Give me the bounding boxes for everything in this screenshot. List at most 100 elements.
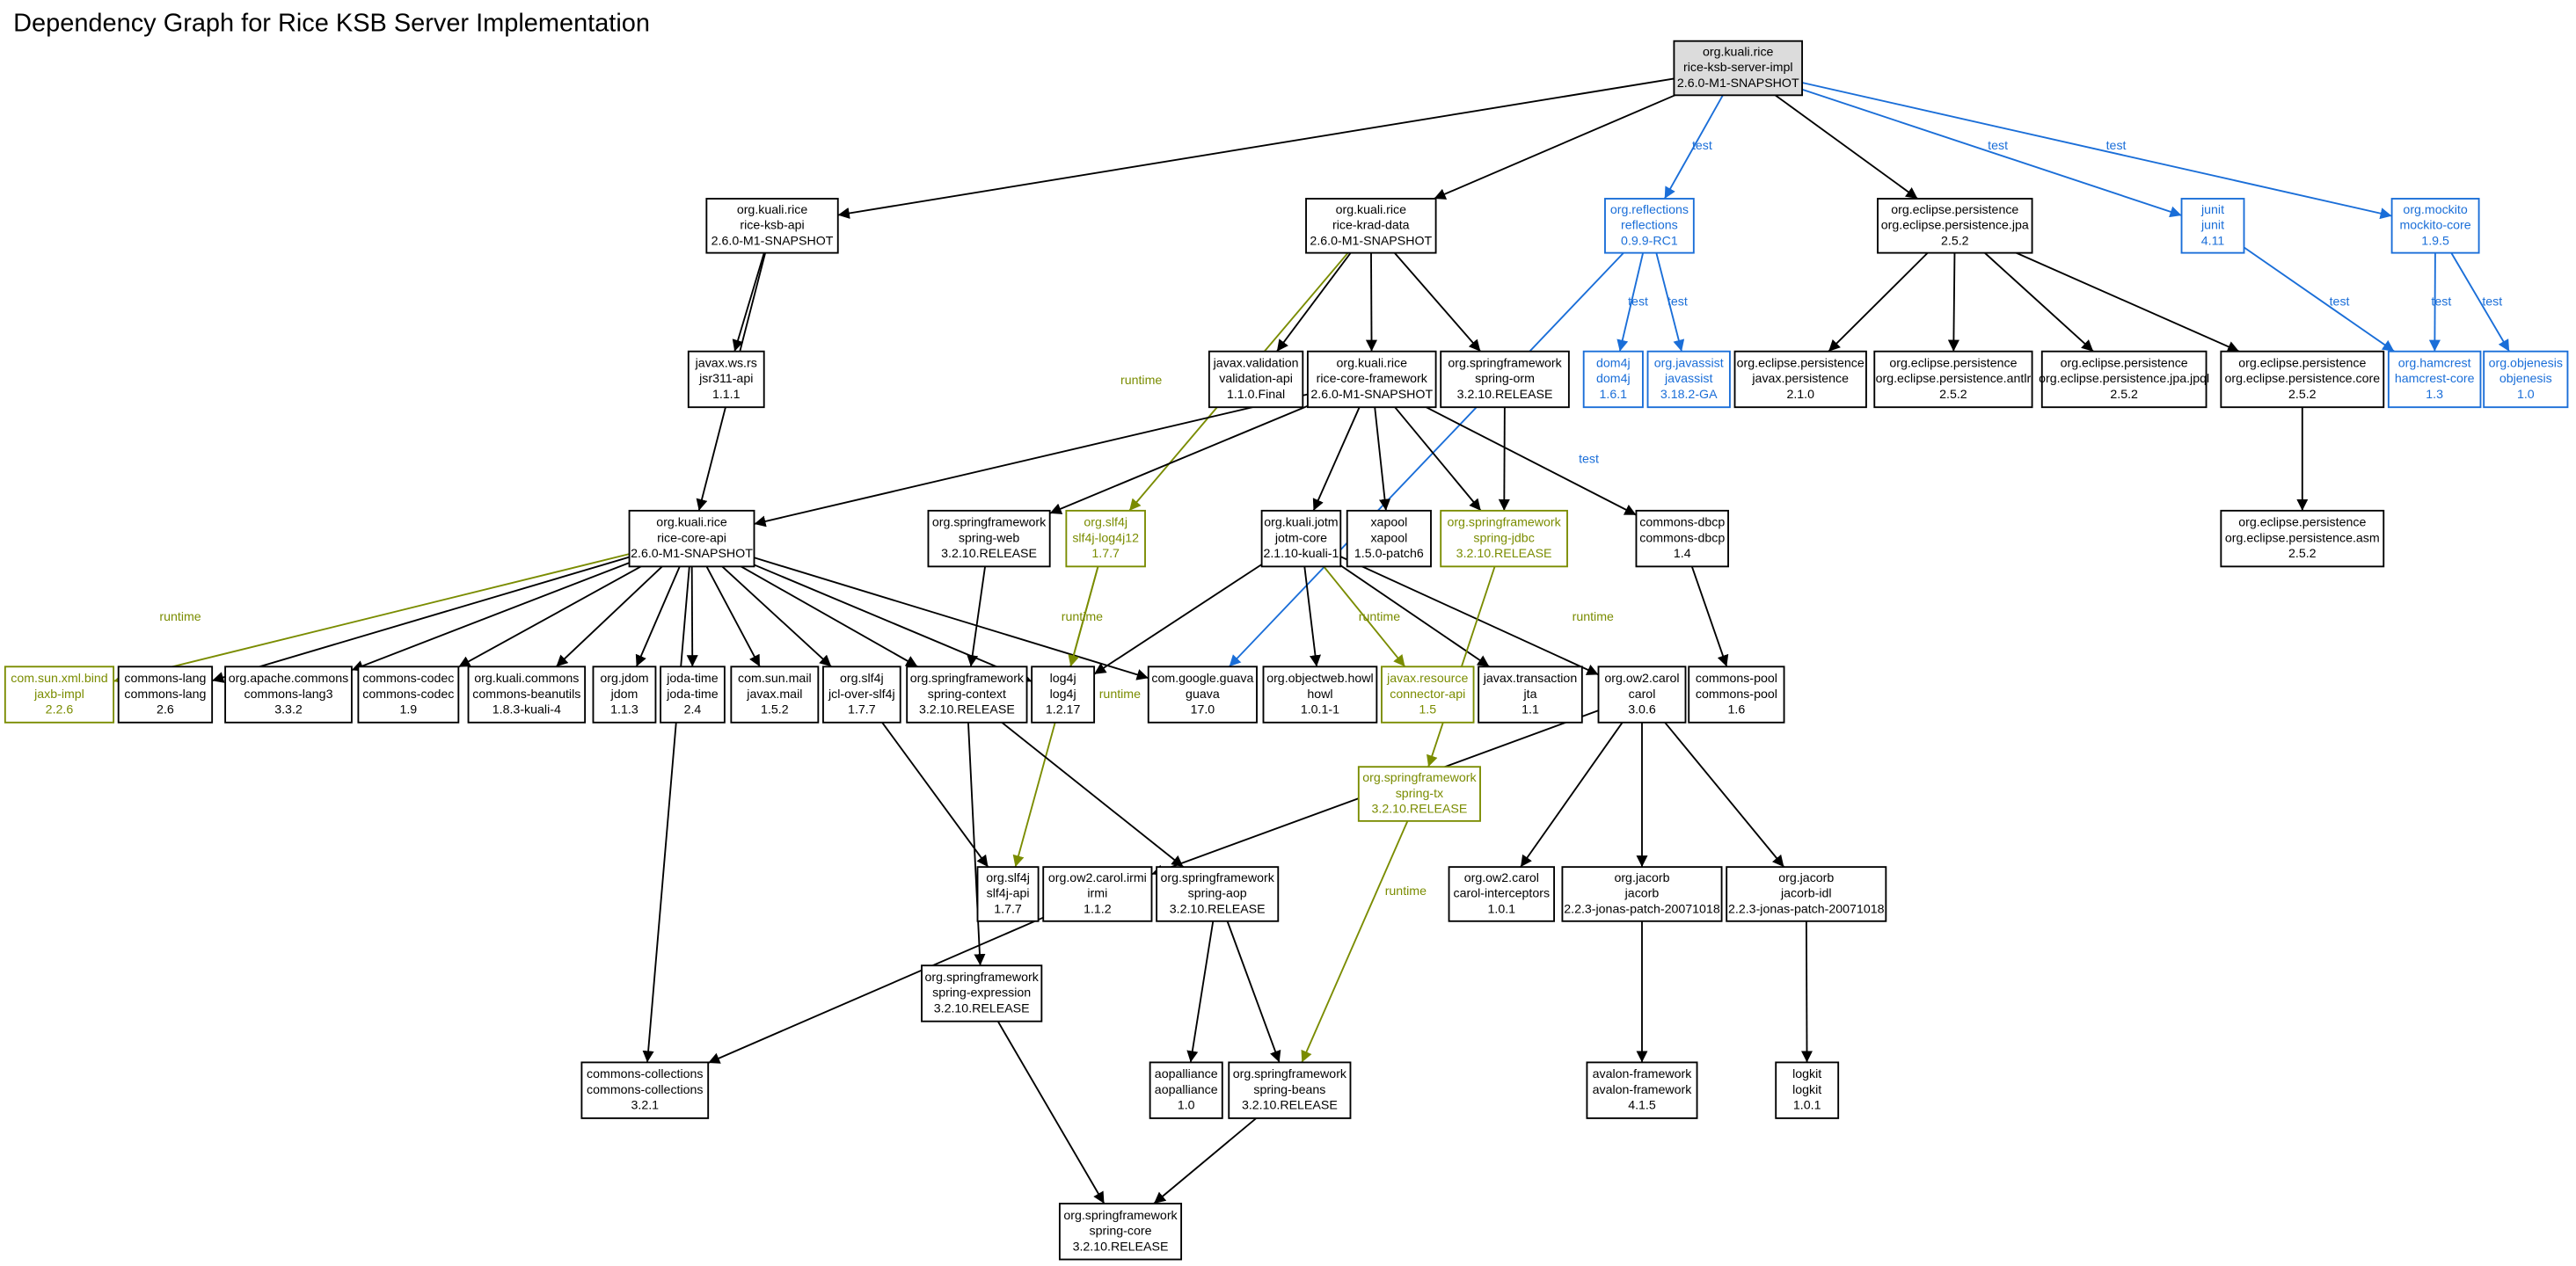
node-springbeans[interactable]: org.springframeworkspring-beans3.2.10.RE…	[1228, 1061, 1352, 1119]
edge-jpa-to-pcore	[2016, 251, 2240, 353]
node-group: com.google.guava	[1151, 672, 1253, 686]
node-beanutils[interactable]: org.kuali.commonscommons-beanutils1.8.3-…	[467, 666, 587, 724]
edge-corefw-to-xapool	[1374, 407, 1391, 511]
node-springexpr[interactable]: org.springframeworkspring-expression3.2.…	[921, 964, 1043, 1022]
node-ksbapi[interactable]: org.kuali.ricerice-ksb-api2.6.0-M1-SNAPS…	[705, 198, 839, 254]
node-springcore[interactable]: org.springframeworkspring-core3.2.10.REL…	[1058, 1203, 1183, 1261]
edges-layer	[113, 77, 2510, 1204]
node-springaop[interactable]: org.springframeworkspring-aop3.2.10.RELE…	[1156, 866, 1280, 922]
node-jpa[interactable]: org.eclipse.persistenceorg.eclipse.persi…	[1877, 198, 2033, 254]
edge-coreapi-to-javaxmail	[705, 565, 761, 667]
node-version: 4.1.5	[1628, 1099, 1656, 1113]
node-box	[1306, 350, 1437, 409]
node-coreapi[interactable]: org.kuali.ricerice-core-api2.6.0-M1-SNAP…	[628, 509, 755, 568]
node-version: 0.9.9-RC1	[1621, 234, 1678, 248]
edge-springtx-to-springbeans	[1301, 820, 1409, 1063]
node-group: org.springframework	[910, 672, 1025, 686]
node-artifact: objenesis	[2499, 372, 2552, 386]
node-springtx[interactable]: org.springframeworkspring-tx3.2.10.RELEA…	[1357, 766, 1481, 822]
node-box	[1156, 866, 1280, 922]
edge-scope-label: runtime	[1573, 610, 1614, 624]
node-group: org.springframework	[1362, 771, 1477, 785]
edge-scope-label: runtime	[1062, 610, 1103, 624]
node-corefw[interactable]: org.kuali.ricerice-core-framework2.6.0-M…	[1306, 350, 1437, 409]
node-box	[2220, 350, 2385, 409]
node-springorm[interactable]: org.springframeworkspring-orm3.2.10.RELE…	[1440, 350, 1570, 409]
node-artifact: slf4j-log4j12	[1072, 531, 1139, 545]
node-kradd[interactable]: org.kuali.ricerice-krad-data2.6.0-M1-SNA…	[1305, 198, 1437, 254]
node-artifact: spring-jdbc	[1473, 531, 1534, 545]
node-jacorbidl[interactable]: org.jacorbjacorb-idl2.2.3-jonas-patch-20…	[1726, 866, 1887, 922]
node-springcontext[interactable]: org.springframeworkspring-context3.2.10.…	[906, 666, 1028, 724]
node-box	[1042, 866, 1153, 922]
node-collections[interactable]: commons-collectionscommons-collections3.…	[580, 1061, 710, 1119]
node-version: 2.6	[157, 703, 174, 717]
edge-kradd-to-springorm	[1393, 252, 1482, 353]
node-version: 3.18.2-GA	[1660, 388, 1718, 402]
node-group: org.eclipse.persistence	[2061, 356, 2188, 370]
node-artifact: slf4j-api	[987, 887, 1030, 901]
node-validation[interactable]: javax.validationvalidation-api1.1.0.Fina…	[1208, 350, 1304, 409]
node-jacorb[interactable]: org.jacorbjacorb2.2.3-jonas-patch-200710…	[1561, 866, 1723, 922]
node-box	[822, 666, 901, 724]
node-version: 2.5.2	[2288, 547, 2317, 561]
node-version: 2.2.6	[46, 703, 74, 717]
node-antlr[interactable]: org.eclipse.persistenceorg.eclipse.persi…	[1873, 350, 2033, 409]
node-springweb[interactable]: org.springframeworkspring-web3.2.10.RELE…	[927, 509, 1051, 568]
node-version: 1.0	[1178, 1099, 1195, 1113]
node-group: javax.transaction	[1483, 672, 1577, 686]
node-box	[921, 964, 1043, 1022]
node-group: log4j	[1050, 672, 1076, 686]
edge-jacorbidl-to-logkit	[1800, 920, 1813, 1063]
node-pasm[interactable]: org.eclipse.persistenceorg.eclipse.persi…	[2220, 509, 2385, 568]
node-box	[927, 509, 1051, 568]
node-springjdbc[interactable]: org.springframeworkspring-jdbc3.2.10.REL…	[1440, 509, 1568, 568]
edge-scope-label: test	[2106, 139, 2127, 153]
edge-jcl-to-slf4japi	[881, 722, 989, 868]
node-pcore[interactable]: org.eclipse.persistenceorg.eclipse.persi…	[2220, 350, 2385, 409]
node-group: com.sun.xml.bind	[11, 672, 107, 686]
node-version: 1.1.1	[712, 388, 741, 402]
node-root[interactable]: org.kuali.ricerice-ksb-server-impl2.6.0-…	[1673, 40, 1804, 97]
node-group: org.ow2.carol.irmi	[1048, 871, 1147, 885]
node-jpersist[interactable]: org.eclipse.persistencejavax.persistence…	[1733, 350, 1867, 409]
node-version: 2.6.0-M1-SNAPSHOT	[1677, 76, 1799, 91]
node-jpql[interactable]: org.eclipse.persistenceorg.eclipse.persi…	[2039, 350, 2209, 409]
node-artifact: guava	[1186, 688, 1220, 702]
node-box	[1031, 666, 1096, 724]
edge-root-to-mockito	[1801, 82, 2392, 220]
